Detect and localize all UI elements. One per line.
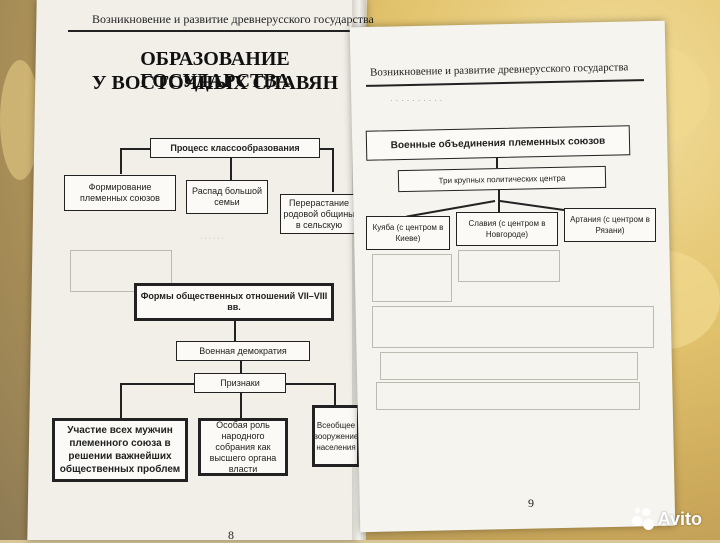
right-page-number: 9: [528, 496, 534, 510]
ghost-box-bleed: [372, 254, 452, 302]
ghost-text-bleed: · · · · · · · · · ·: [390, 95, 443, 105]
left-header-rule: [68, 30, 358, 32]
connector: [120, 148, 150, 150]
ghost-box-bleed: [376, 382, 640, 410]
city-box: Куяба (с центром в Киеве): [366, 216, 450, 250]
forms-box: Формы общественных отношений VII–VIII вв…: [134, 283, 334, 321]
branch-box: Распад большой семьи: [186, 180, 268, 214]
ghost-box-bleed: [372, 306, 654, 348]
connector: [496, 158, 498, 172]
connector: [240, 393, 242, 419]
connector: [120, 148, 122, 174]
ghost-box-bleed: [380, 352, 638, 380]
connector: [234, 321, 236, 341]
military-box: Военные объединения племенных союзов: [365, 125, 631, 161]
centers-box: Три крупных политических центра: [397, 165, 607, 193]
left-title-line1: ОБРАЗОВАНИЕ ГОСУДАРСТВА: [140, 48, 290, 92]
connector: [120, 383, 122, 419]
ghost-box-bleed: [458, 250, 560, 282]
left-title-line2: У ВОСТОЧНЫХ СЛАВЯН: [91, 72, 339, 94]
city-box: Славия (с центром в Новгороде): [456, 212, 558, 246]
ghost-text-bleed: · · · · · ·: [200, 235, 224, 242]
connector: [320, 148, 332, 150]
connector: [332, 148, 334, 192]
left-page-header: Возникновение и развитие древнерусского …: [92, 12, 374, 26]
signs-box: Признаки: [194, 373, 286, 393]
feature-box: Участие всех мужчин племенного союза в р…: [52, 418, 188, 482]
connector: [120, 383, 194, 385]
left-page-number: 8: [228, 528, 234, 542]
ghost-text-bleed: [70, 250, 172, 292]
avito-watermark-text: Avito: [657, 508, 702, 529]
connector: [240, 361, 242, 373]
connector: [286, 383, 334, 385]
avito-logo-icon: [631, 508, 654, 530]
democracy-box: Военная демократия: [176, 341, 310, 361]
connector: [498, 190, 500, 212]
city-box: Артания (с центром в Рязани): [564, 208, 656, 242]
avito-watermark: Avito: [631, 508, 702, 530]
branch-box: Формирование племенных союзов: [64, 175, 176, 211]
connector: [230, 158, 232, 180]
feature-box: Особая роль народного собрания как высше…: [198, 418, 288, 476]
branch-box: Перерастание родовой общины в сельскую: [280, 194, 358, 234]
process-box: Процесс классообразования: [150, 138, 320, 158]
feature-box: Всеобщее вооружение населения: [312, 405, 360, 467]
connector: [334, 383, 336, 405]
